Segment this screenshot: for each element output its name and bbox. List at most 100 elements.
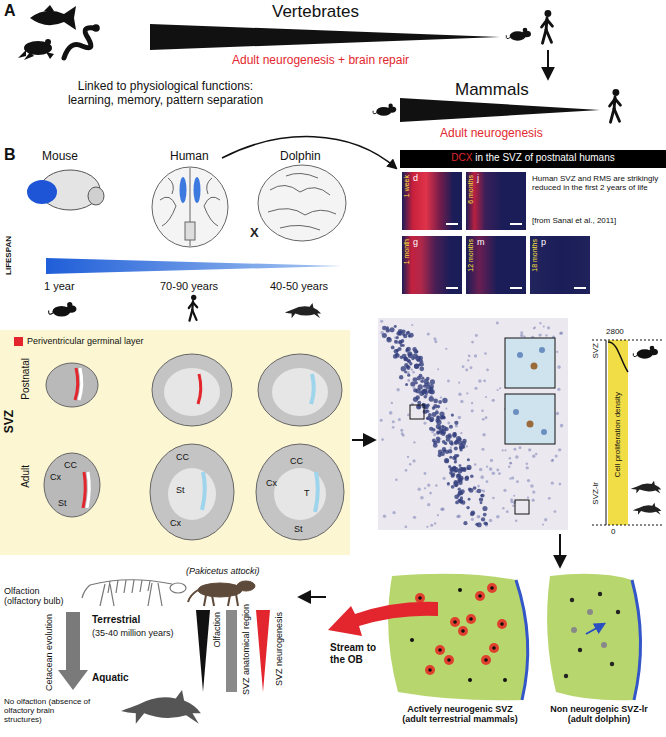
figure-circle: [427, 503, 430, 506]
figure-circle: [404, 363, 408, 367]
figure-circle: [475, 523, 478, 526]
decline-wedge: [400, 98, 600, 122]
figure-circle: [406, 347, 411, 352]
figure-circle: [432, 428, 435, 431]
figure-circle: [578, 648, 582, 652]
figure-ellipse: [237, 581, 255, 591]
figure-ellipse: [194, 177, 201, 203]
label-holder: [from Sanai et al., 2011]: [532, 216, 662, 225]
figure-rect: [410, 405, 424, 419]
figure-circle: [419, 366, 424, 371]
figure-circle: [450, 617, 460, 627]
figure-circle: [461, 629, 465, 633]
figure-circle: [412, 371, 415, 374]
figure-circle: [479, 468, 483, 472]
figure-g: [410, 586, 507, 682]
figure-circle: [457, 515, 461, 519]
figure-label: SVZ-lr: [591, 482, 600, 505]
figure-label: 40-50 years: [270, 280, 328, 293]
mouse-adult-section: [44, 453, 100, 517]
figure-circle: [380, 320, 383, 323]
figure-circle: [450, 442, 453, 445]
figure-circle: [489, 519, 493, 523]
figure-circle: [436, 424, 441, 429]
figure-ellipse: [150, 444, 234, 540]
scale-bars: [446, 224, 586, 288]
figure-circle: [492, 471, 496, 475]
figure-circle: [432, 406, 436, 410]
text-holder: 1 week: [403, 175, 411, 197]
figure-circle: [515, 455, 519, 459]
figure-path: [64, 28, 94, 58]
figure-circle: [420, 380, 423, 383]
figure-use: [633, 346, 658, 359]
figure-circle: [427, 332, 430, 335]
legend-entry: Periventricular germinal layer: [14, 336, 144, 346]
node-text: 18 months: [531, 239, 539, 272]
figure-circle: [417, 401, 421, 405]
figure-circle: [424, 487, 426, 489]
figure-circle: [479, 497, 483, 501]
figure-ellipse: [180, 177, 187, 203]
figure-use: [189, 295, 197, 321]
figure-label: 2800: [606, 327, 624, 336]
text-holder: d: [413, 173, 418, 183]
figure-label: [from Sanai et al., 2011]: [532, 216, 662, 225]
figure-ellipse: [168, 468, 216, 520]
figure-circle: [425, 665, 435, 675]
figure-circle: [466, 465, 471, 470]
figure-circle: [490, 586, 494, 590]
figure-circle: [470, 510, 475, 515]
label-holder: LIFESPAN: [4, 236, 13, 275]
node-text: m: [477, 237, 485, 247]
figure-ellipse: [256, 444, 344, 540]
figure-label: Terrestrial: [92, 614, 140, 626]
text-holder: Cx: [170, 518, 181, 528]
figure-label: SVZ neurogenesis: [274, 612, 284, 686]
figure-rect: [185, 222, 195, 240]
node-text: g: [413, 237, 418, 247]
figure-label: Mammals: [455, 80, 529, 100]
figure-circle: [481, 517, 485, 521]
figure-circle: [410, 638, 414, 642]
node-text: CC: [64, 460, 77, 470]
micrograph-panel: m12 months: [466, 236, 526, 294]
text-holder: T: [304, 488, 310, 498]
figure-circle: [444, 655, 454, 665]
figure-circle: [396, 336, 399, 339]
figure-circle: [496, 469, 499, 472]
figure-circle: [440, 507, 444, 511]
figure-circle: [381, 438, 384, 441]
figure-circle: [520, 331, 523, 334]
figure-circle: [413, 388, 417, 392]
figure-circle: [468, 498, 471, 501]
figure-circle: [454, 421, 458, 425]
label-holder: Human: [170, 150, 209, 164]
figure-circle: [463, 467, 466, 470]
figure-circle: [415, 593, 425, 603]
figure-path: [198, 374, 201, 404]
figure-circle: [512, 505, 514, 507]
text-holder: Postnatal: [20, 358, 32, 400]
figure-line: [124, 580, 126, 593]
figure-use: [610, 89, 621, 122]
figure-circle: [511, 477, 514, 480]
figure-circle: [480, 501, 483, 504]
text-holder: 1 month: [403, 239, 411, 264]
figure-circle: [387, 337, 391, 341]
figure-path: [18, 50, 26, 58]
figure-circle: [462, 365, 465, 368]
figure-circle: [474, 463, 477, 466]
figure-circle: [435, 411, 439, 415]
figure-circle: [469, 355, 471, 357]
figure-path: [79, 368, 82, 400]
figure-circle: [481, 409, 484, 412]
label-holder: 40-50 years: [270, 280, 328, 293]
figure-circle: [443, 477, 446, 480]
figure-ellipse: [272, 368, 328, 416]
figure-line: [228, 595, 230, 606]
figure-path: [311, 374, 314, 404]
figure-circle: [450, 467, 454, 471]
figure-circle: [412, 459, 415, 462]
figure-label: Human: [170, 150, 209, 164]
